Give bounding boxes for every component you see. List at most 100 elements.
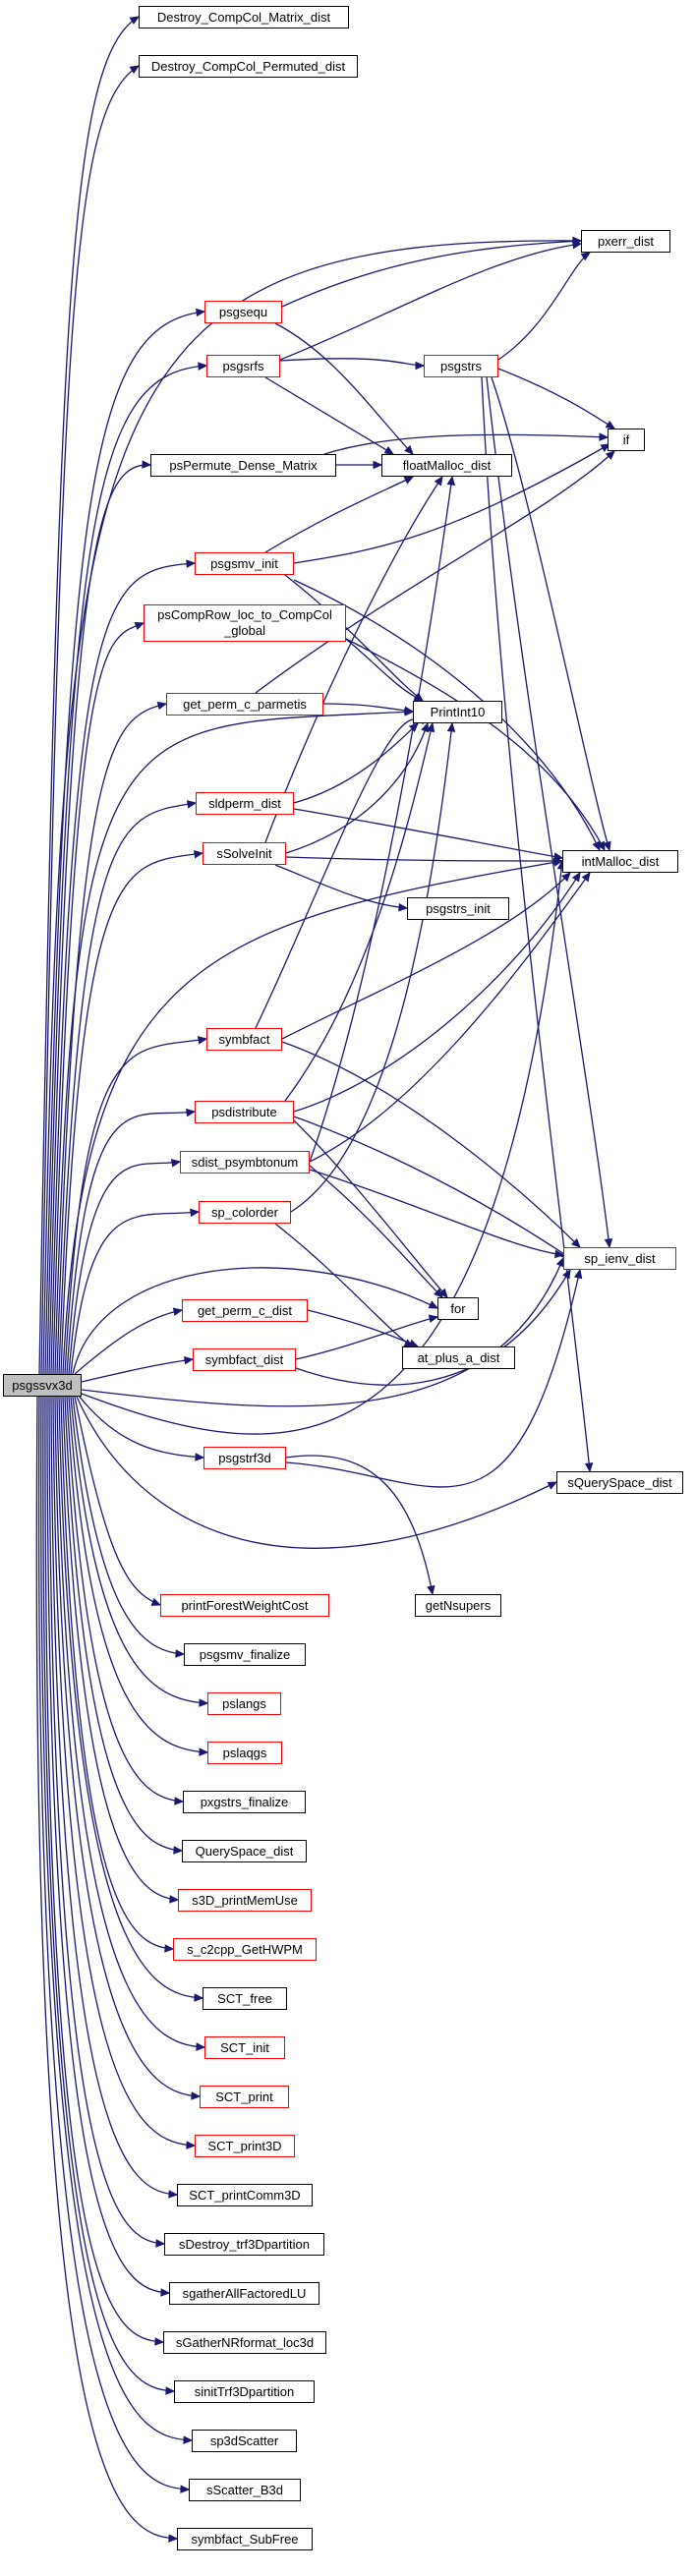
- call-edge: [285, 1269, 581, 1488]
- call-edge: [284, 574, 424, 702]
- node-symbfact[interactable]: symbfact: [206, 1028, 282, 1051]
- node-symbfact-dist[interactable]: symbfact_dist: [193, 1348, 296, 1371]
- call-edge: [309, 1169, 564, 1256]
- call-edge-arrowhead: [194, 1993, 204, 2002]
- node-psgsrfs[interactable]: psgsrfs: [206, 355, 280, 377]
- node-sldperm-dist[interactable]: sldperm_dist: [196, 792, 294, 815]
- call-edge-arrowhead: [584, 1462, 594, 1473]
- call-edge: [35, 1396, 178, 2540]
- node-if[interactable]: if: [608, 429, 645, 451]
- call-edge: [38, 16, 140, 1375]
- call-edge: [62, 860, 563, 1375]
- node-psgsmv-finalize[interactable]: psgsmv_finalize: [184, 1643, 306, 1666]
- node-sct-print3d[interactable]: SCT_print3D: [195, 2135, 295, 2157]
- node-sct-printcomm3d[interactable]: SCT_printComm3D: [177, 2184, 313, 2206]
- call-edge: [255, 718, 424, 1029]
- call-edge-arrowhead: [572, 240, 583, 250]
- node-pspermute-dense-matrix[interactable]: psPermute_Dense_Matrix: [150, 454, 336, 477]
- call-edge-arrowhead: [428, 1314, 439, 1323]
- node-psgstrs-init[interactable]: psgstrs_init: [407, 897, 509, 920]
- node-for[interactable]: for: [437, 1297, 479, 1320]
- node-pscomprow-loc-to-compcol-global[interactable]: psCompRow_loc_to_CompCol _global: [144, 604, 346, 642]
- call-edge: [285, 1455, 434, 1595]
- node-pslaqgs[interactable]: pslaqgs: [207, 1742, 282, 1764]
- node-sdist-psymbtonum[interactable]: sdist_psymbtonum: [180, 1151, 310, 1174]
- node-psgstrf3d[interactable]: psgstrf3d: [203, 1447, 286, 1469]
- call-edge: [44, 1396, 164, 2343]
- node-s3d-printmemuse[interactable]: s3D_printMemUse: [178, 1889, 312, 1912]
- call-edge: [255, 450, 615, 694]
- node-get-perm-c-parmetis[interactable]: get_perm_c_parmetis: [166, 693, 323, 716]
- call-edge: [491, 376, 610, 851]
- node-floatmalloc-dist[interactable]: floatMalloc_dist: [381, 454, 512, 477]
- call-edge: [281, 1041, 581, 1248]
- call-edge: [284, 722, 434, 1102]
- node-intmalloc-dist[interactable]: intMalloc_dist: [562, 850, 678, 873]
- node-queryspace-dist[interactable]: QuerySpace_dist: [182, 1840, 307, 1862]
- node-printint10[interactable]: PrintInt10: [413, 701, 502, 723]
- node-sgathernrformat-loc3d[interactable]: sGatherNRformat_loc3d: [163, 2331, 326, 2354]
- call-edge-arrowhead: [547, 1481, 558, 1490]
- call-edge: [274, 322, 414, 455]
- node-ssolveinit[interactable]: sSolveInit: [203, 842, 286, 865]
- call-edge-arrowhead: [599, 432, 609, 441]
- call-edge: [264, 476, 443, 843]
- node-sp-ienv-dist[interactable]: sp_ienv_dist: [563, 1247, 676, 1270]
- node-psgssvx3d[interactable]: psgssvx3d: [3, 1374, 82, 1397]
- call-edge: [64, 1396, 183, 1852]
- call-edge: [74, 1396, 161, 1606]
- node-sp3dscatter[interactable]: sp3dScatter: [192, 2430, 297, 2452]
- call-edge: [293, 1116, 571, 1259]
- call-edge-arrowhead: [190, 1208, 201, 1218]
- node-psgstrs[interactable]: psgstrs: [424, 355, 498, 377]
- call-edge-arrowhead: [373, 460, 383, 470]
- node-pslangs[interactable]: pslangs: [207, 1692, 281, 1715]
- node-sgatherallfactoredlu[interactable]: sgatherAllFactoredLU: [169, 2282, 319, 2305]
- node-s-c2cpp-gethwpm[interactable]: s_c2cpp_GetHWPM: [173, 1938, 317, 1961]
- call-edge: [46, 365, 207, 1375]
- node-psdistribute[interactable]: psdistribute: [195, 1101, 294, 1123]
- node-get-perm-c-dist[interactable]: get_perm_c_dist: [182, 1299, 308, 1322]
- node-destroy-compcol-matrix-dist[interactable]: Destroy_CompCol_Matrix_dist: [139, 6, 349, 29]
- node-sct-init[interactable]: SCT_init: [204, 2036, 285, 2059]
- node-sct-free[interactable]: SCT_free: [203, 1987, 287, 2010]
- call-edge: [54, 1396, 201, 2097]
- call-edge-arrowhead: [196, 308, 206, 317]
- call-edge: [66, 1111, 196, 1375]
- call-edge-arrowhead: [193, 850, 204, 859]
- node-symbfact-subfree[interactable]: symbfact_SubFree: [177, 2528, 313, 2550]
- call-edge: [345, 638, 606, 851]
- call-edge: [56, 1396, 205, 2048]
- call-edge-arrowhead: [398, 902, 409, 912]
- call-edge-arrowhead: [142, 460, 152, 469]
- node-pscomprow-label-line1: psCompRow_loc_to_CompCol: [157, 607, 332, 622]
- call-edge: [81, 1257, 564, 1407]
- node-sdestroy-trf3dpartition[interactable]: sDestroy_trf3Dpartition: [164, 2233, 324, 2256]
- call-edge: [44, 311, 205, 1375]
- call-edge: [281, 240, 582, 308]
- call-edge-arrowhead: [421, 721, 430, 733]
- call-edge: [497, 368, 615, 429]
- call-edge-arrowhead: [605, 450, 615, 460]
- node-psgsequ[interactable]: psgsequ: [204, 301, 282, 323]
- node-at-plus-a-dist[interactable]: at_plus_a_dist: [402, 1346, 515, 1369]
- call-edge-arrowhead: [183, 2435, 194, 2444]
- call-edge: [323, 433, 609, 455]
- call-edge-arrowhead: [573, 1268, 583, 1280]
- node-squeryspace-dist[interactable]: sQuerySpace_dist: [556, 1471, 683, 1494]
- call-edge: [68, 1161, 181, 1375]
- call-edge-arrowhead: [134, 622, 145, 631]
- node-pxgstrs-finalize[interactable]: pxgstrs_finalize: [183, 1791, 306, 1813]
- node-sscatter-b3d[interactable]: sScatter_B3d: [189, 2479, 301, 2501]
- node-getnsupers[interactable]: getNsupers: [415, 1594, 501, 1617]
- node-printforestweightcost[interactable]: printForestWeightCost: [160, 1594, 329, 1617]
- call-edge: [322, 703, 414, 713]
- node-pxerr-dist[interactable]: pxerr_dist: [581, 230, 670, 253]
- node-sinittrf3dpartition[interactable]: sinitTrf3Dpartition: [174, 2380, 315, 2403]
- node-destroy-compcol-permuted-dist[interactable]: Destroy_CompCol_Permuted_dist: [139, 55, 358, 78]
- call-edge-arrowhead: [169, 1895, 180, 1904]
- node-psgsmv-init[interactable]: psgsmv_init: [195, 552, 294, 575]
- node-sct-print[interactable]: SCT_print: [200, 2086, 289, 2108]
- node-sp-colorder[interactable]: sp_colorder: [199, 1201, 291, 1224]
- call-edge: [309, 476, 453, 1163]
